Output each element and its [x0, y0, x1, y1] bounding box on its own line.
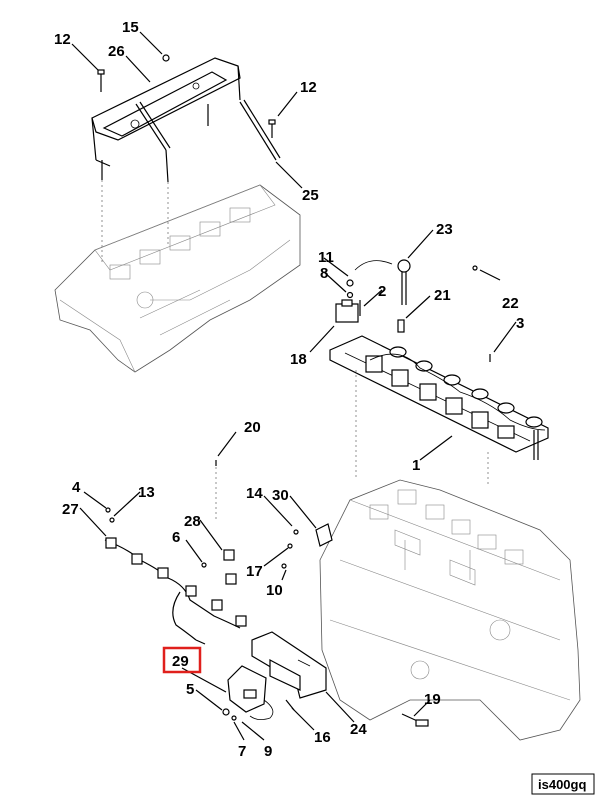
- callout-28: 28: [184, 513, 201, 530]
- callout-18: 18: [290, 351, 307, 368]
- nut-6: [201, 562, 207, 568]
- callout-25: 25: [302, 187, 319, 204]
- callout-26: 26: [108, 43, 125, 60]
- mounting-plate-24: [251, 631, 327, 699]
- callout-15: 15: [122, 19, 139, 36]
- callout-9: 9: [264, 743, 272, 760]
- callout-19: 19: [424, 691, 441, 708]
- callout-13: 13: [138, 484, 155, 501]
- diagram-id-tag: is400gq: [531, 773, 595, 795]
- callout-1: 1: [412, 457, 420, 474]
- fitting-21: [397, 319, 405, 333]
- probe-19: [401, 713, 429, 727]
- callout-30: 30: [272, 487, 289, 504]
- screw-10: [281, 563, 287, 569]
- callout-22: 22: [502, 295, 519, 312]
- callout-29: 29: [172, 653, 189, 670]
- harness-27: [104, 537, 247, 645]
- injector-rail: [329, 335, 549, 460]
- screw-22: [472, 265, 478, 271]
- leader-lines: [71, 31, 517, 741]
- callout-21: 21: [434, 287, 451, 304]
- screw-17: [287, 543, 293, 549]
- screw-4: [105, 507, 111, 513]
- callout-labels: 12 26 15 12 25 23 11 8 2 21 22 3 18 1 20…: [54, 19, 524, 760]
- callout-17: 17: [246, 563, 263, 580]
- module-29: [227, 665, 274, 720]
- callout-3: 3: [516, 315, 524, 332]
- callout-11: 11: [318, 249, 334, 266]
- callout-12: 12: [54, 31, 71, 48]
- callout-4: 4: [72, 479, 81, 496]
- callout-24: 24: [350, 721, 367, 738]
- upper-engine-block: [54, 180, 301, 373]
- callout-20: 20: [244, 419, 261, 436]
- callout-5: 5: [186, 681, 194, 698]
- callout-8: 8: [320, 265, 328, 282]
- bolt-12-right: [268, 119, 276, 138]
- callout-2: 2: [378, 283, 386, 300]
- clip-28: [223, 549, 237, 585]
- sensor-23: [354, 259, 411, 305]
- bolt-12-left: [97, 69, 105, 92]
- callout-14: 14: [246, 485, 263, 502]
- fasteners-5-7-9: [222, 708, 237, 721]
- diagram-id: is400gq: [538, 777, 586, 792]
- callout-12: 12: [300, 79, 317, 96]
- screw-14: [293, 529, 299, 535]
- callout-7: 7: [238, 743, 246, 760]
- lower-engine-block: [319, 479, 581, 741]
- callout-6: 6: [172, 529, 180, 546]
- support-rod: [239, 99, 281, 161]
- highlight-box: [162, 646, 202, 674]
- lifting-bracket: [91, 57, 241, 183]
- callout-27: 27: [62, 501, 79, 518]
- nut-15: [162, 54, 170, 62]
- bracket-30: [315, 523, 333, 547]
- sensor-18: [335, 279, 359, 323]
- callout-10: 10: [266, 582, 283, 599]
- callout-23: 23: [436, 221, 453, 238]
- screw-13: [109, 517, 115, 523]
- callout-16: 16: [314, 729, 331, 746]
